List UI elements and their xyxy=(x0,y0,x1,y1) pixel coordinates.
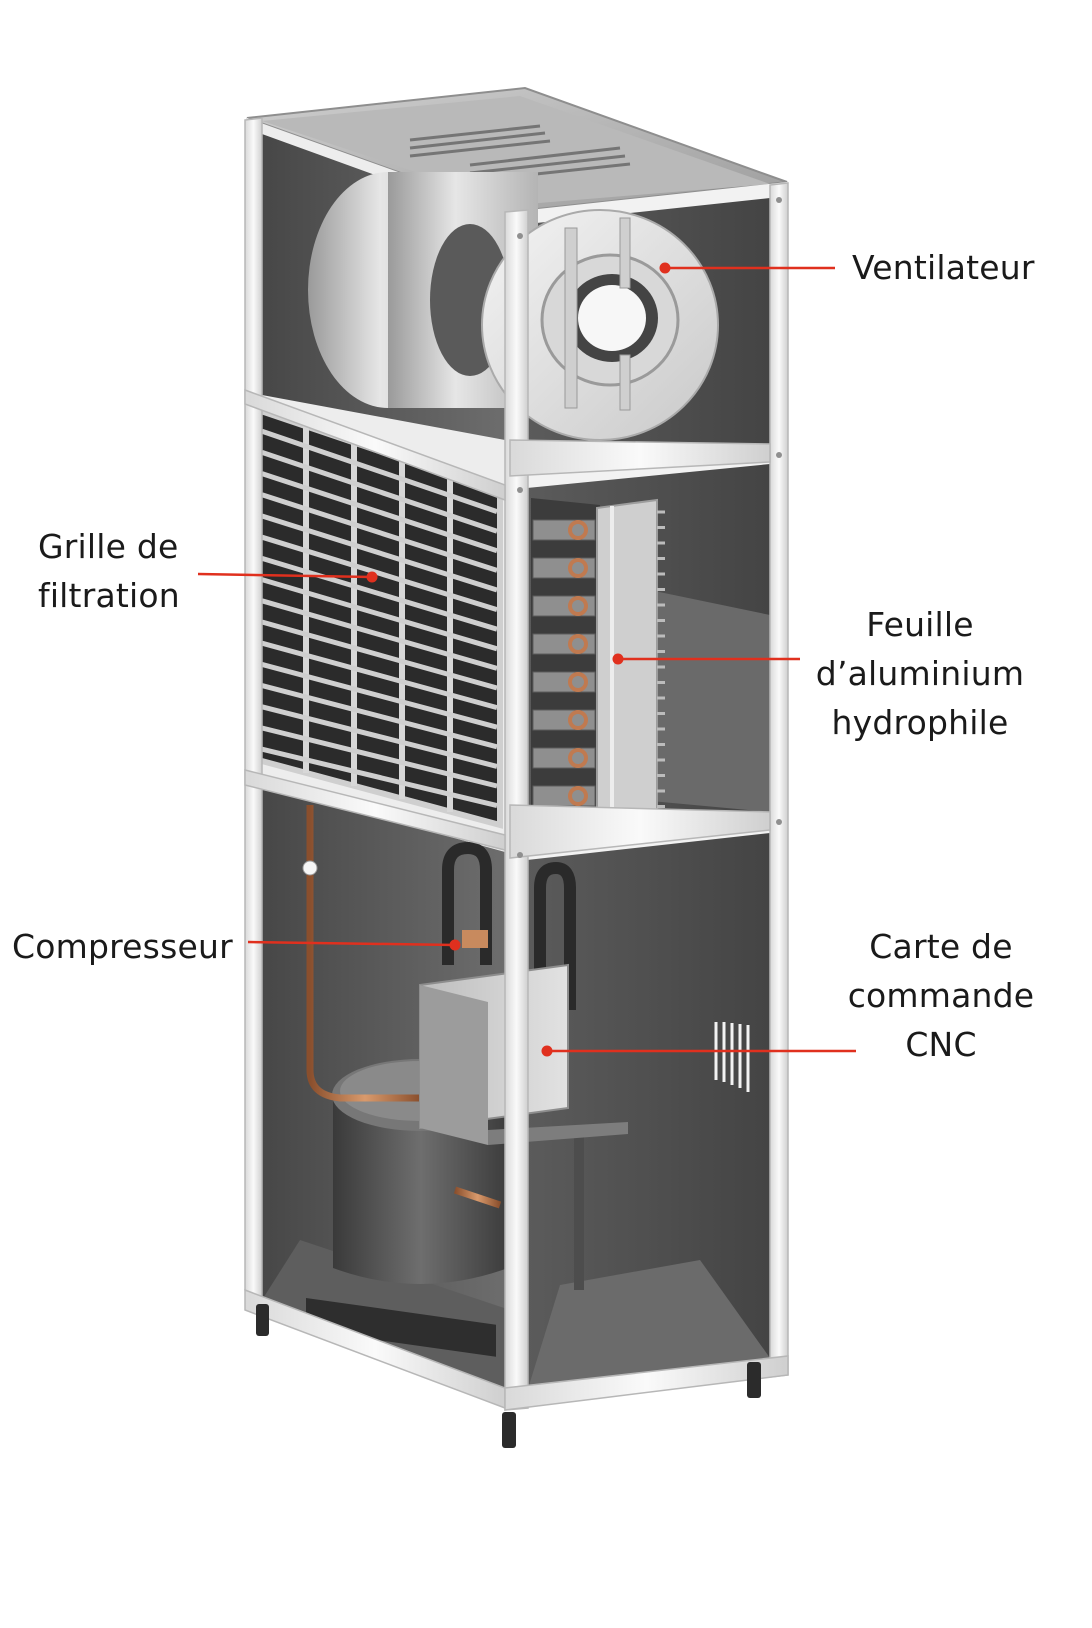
frame-bolts xyxy=(517,197,782,858)
label-feuille-line-3: hydrophile xyxy=(831,703,1009,742)
grille-slat xyxy=(261,704,498,769)
coil-copper-bend xyxy=(568,558,588,578)
label-grille-line-1: Grille de xyxy=(38,527,179,566)
filter-grille-icon xyxy=(255,405,503,829)
grille-slat xyxy=(261,534,498,612)
label-grille-line-2: filtration xyxy=(38,576,180,615)
label-compresseur-line-1: Compresseur xyxy=(12,927,233,966)
callout-lines xyxy=(197,266,856,1053)
coil-fin-pack xyxy=(532,671,596,693)
coil-copper-bend xyxy=(568,710,588,730)
label-grille-de-filtration: Grille de filtration xyxy=(38,522,180,620)
grille-slat xyxy=(261,577,498,652)
grille-slat xyxy=(261,513,498,593)
coil-fin-pack xyxy=(532,709,596,731)
coil-copper-bend xyxy=(568,748,588,768)
label-feuille-aluminium: Feuille d’aluminium hydrophile xyxy=(812,600,1028,747)
coil-copper-bend xyxy=(568,596,588,616)
callout-line-compresseur xyxy=(247,940,456,947)
coil-copper-bend xyxy=(568,786,588,806)
coil-copper-bend xyxy=(568,520,588,540)
coil-fin-pack xyxy=(532,557,596,579)
grille-slat xyxy=(261,725,498,789)
label-compresseur: Compresseur xyxy=(12,922,233,971)
coil-fin-pack xyxy=(532,519,596,541)
grille-slat xyxy=(261,598,498,671)
grille-slat xyxy=(261,492,498,573)
callout-dots xyxy=(366,262,671,1057)
grille-slat xyxy=(261,471,498,554)
label-feuille-line-1: Feuille xyxy=(866,605,974,644)
callout-dot-carte xyxy=(541,1045,553,1057)
label-carte-line-3: CNC xyxy=(905,1025,977,1064)
grille-slat xyxy=(261,683,498,750)
coil-fin-pack xyxy=(532,633,596,655)
label-carte-commande: Carte de commande CNC xyxy=(846,922,1036,1069)
top-lid xyxy=(246,86,788,214)
callout-dot-ventilateur xyxy=(659,262,671,274)
frame xyxy=(244,117,789,1411)
coil-copper-bend xyxy=(568,672,588,692)
cabinet-feet xyxy=(256,1304,761,1448)
callout-dot-feuille xyxy=(612,653,624,665)
callout-line-grille xyxy=(197,572,373,579)
grille-slat xyxy=(261,619,498,691)
coil-fin-pack xyxy=(532,595,596,617)
label-carte-line-1: Carte de xyxy=(869,927,1013,966)
grille-slat xyxy=(261,450,498,534)
grille-slat xyxy=(261,556,498,632)
control-board-icon xyxy=(419,963,750,1290)
coil-fin-pack xyxy=(532,747,596,769)
label-feuille-line-2: d’aluminium xyxy=(815,654,1025,693)
label-carte-line-2: commande xyxy=(847,976,1035,1015)
grille-slat xyxy=(261,661,498,730)
label-ventilateur: Ventilateur xyxy=(852,243,1035,292)
label-ventilateur-line-1: Ventilateur xyxy=(852,248,1035,287)
grille-slat xyxy=(261,428,498,514)
callout-dot-grille xyxy=(366,571,378,583)
callout-dot-compresseur xyxy=(449,939,461,951)
grille-slat xyxy=(261,746,498,809)
grille-slat xyxy=(261,640,498,711)
coil-copper-bend xyxy=(568,634,588,654)
